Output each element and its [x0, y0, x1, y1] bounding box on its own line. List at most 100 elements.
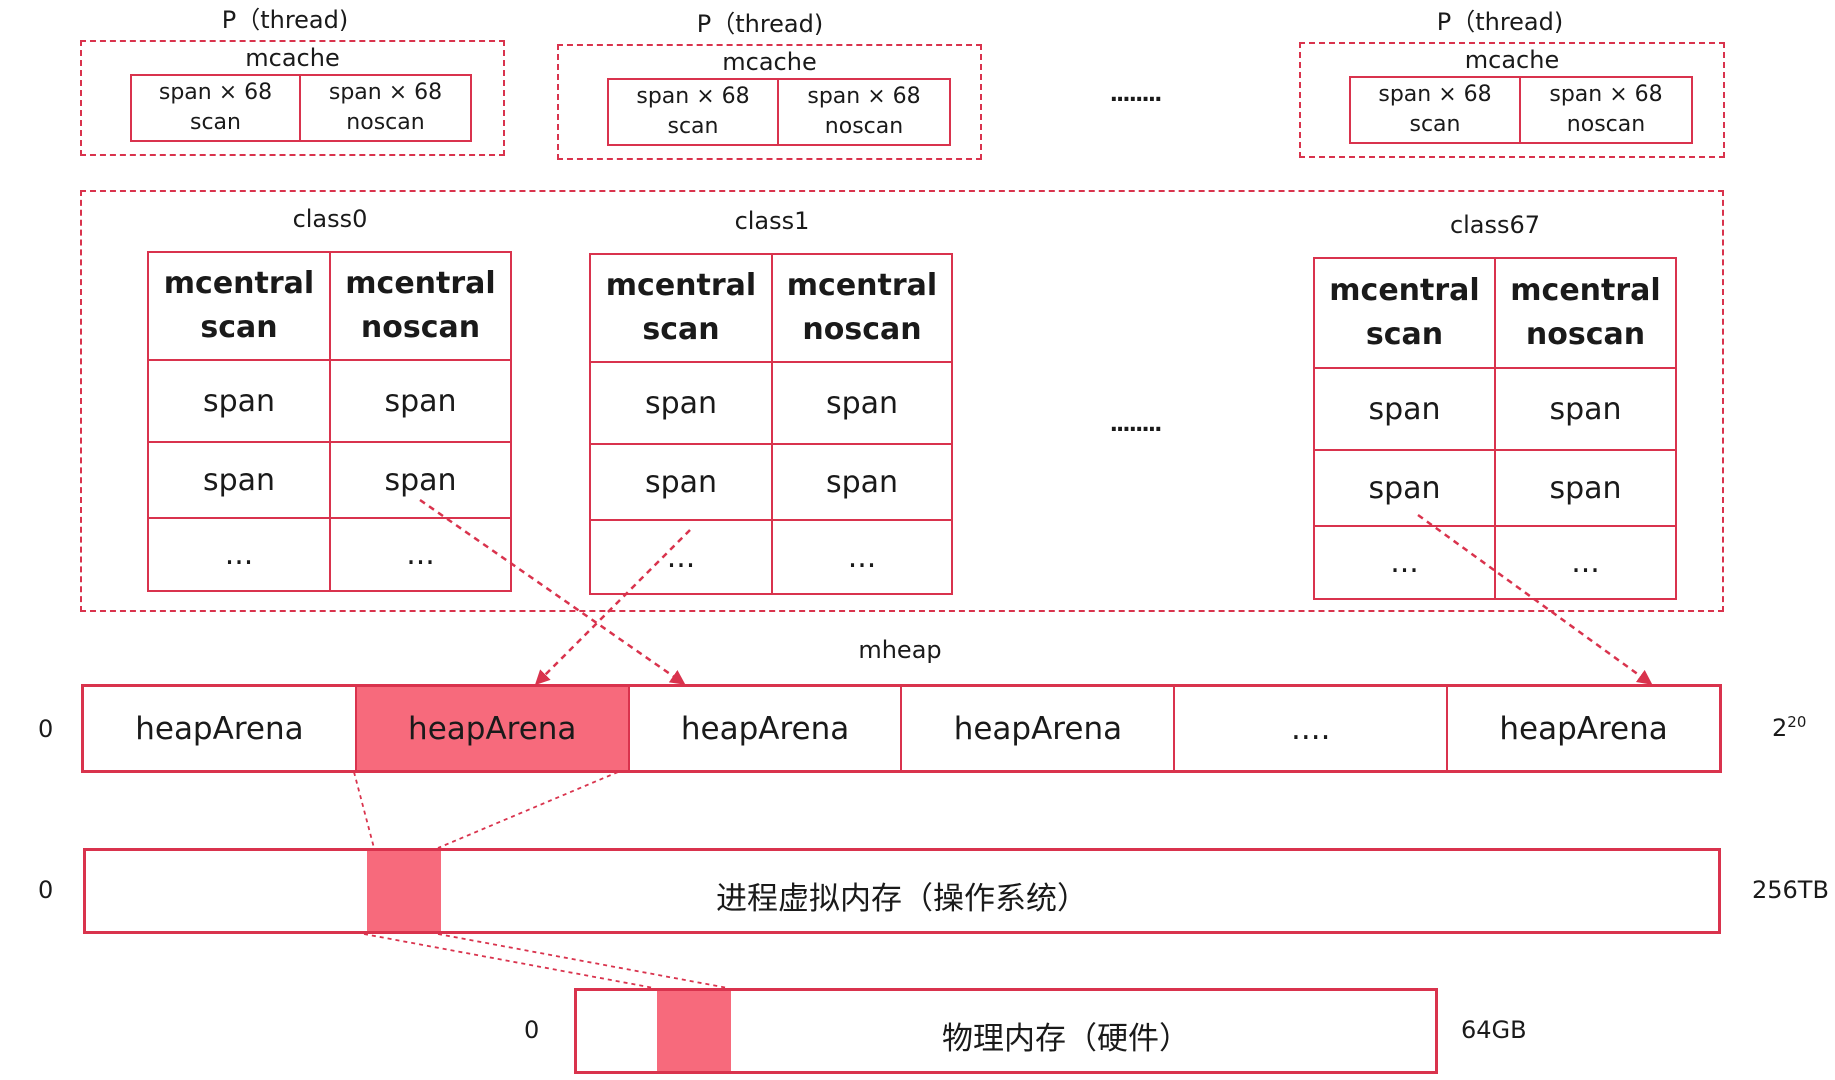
- physical-memory-bar: 物理内存（硬件）: [574, 988, 1438, 1074]
- header-line1: mcentral: [1510, 273, 1661, 308]
- mcache-label: mcache: [1464, 46, 1560, 74]
- mheap-end-base: 2: [1772, 714, 1788, 742]
- mcache-cell-scan: span × 68 scan: [1351, 78, 1521, 142]
- mcache-table: span × 68 scan span × 68 noscan: [607, 78, 951, 146]
- ellipsis-cell: ...: [149, 519, 331, 590]
- mheap-end-exponent: 20: [1787, 713, 1807, 731]
- header-line1: mcentral: [163, 266, 315, 301]
- span-cell: span: [1496, 369, 1675, 451]
- cell-line1: span × 68: [1549, 82, 1663, 107]
- mcentral-header-scan: mcentral scan: [591, 255, 773, 363]
- span-cell: span: [149, 361, 331, 443]
- header-line1: mcentral: [345, 266, 496, 301]
- heap-arena: heapArena: [630, 687, 903, 770]
- heap-arena-highlighted: heapArena: [356, 687, 630, 770]
- mcache-cell-noscan: span × 68 noscan: [1521, 78, 1691, 142]
- header-line2: noscan: [802, 312, 922, 347]
- mcentral-header-noscan: mcentral noscan: [331, 253, 510, 361]
- cell-line2: noscan: [346, 110, 425, 135]
- mcentral-header-noscan: mcentral noscan: [1496, 259, 1675, 369]
- ellipsis-cell: ...: [591, 521, 773, 593]
- virtual-memory-label: 进程虚拟内存（操作系统）: [716, 881, 1088, 917]
- cell-line1: span × 68: [158, 80, 273, 105]
- heap-arena: heapArena: [1499, 710, 1668, 747]
- header-line2: noscan: [360, 310, 481, 345]
- cell-line2: scan: [667, 114, 719, 139]
- mapping-line-arena-to-vm-left: [353, 771, 375, 849]
- cell-line1: span × 68: [328, 80, 443, 105]
- ellipsis-cell: ...: [406, 537, 435, 572]
- mcache-label: mcache: [245, 44, 340, 72]
- heap-arena-ellipsis: ....: [1175, 687, 1449, 770]
- physical-memory-end-label: 64GB: [1461, 1016, 1527, 1044]
- header-line2: scan: [642, 312, 720, 347]
- mcentral-table-class1: mcentral scan mcentral noscan span span …: [589, 253, 953, 595]
- class-label: class0: [292, 205, 368, 233]
- heap-arena: heapArena: [84, 687, 357, 770]
- cell-line1: span × 68: [807, 84, 921, 109]
- span-cell: span: [773, 363, 951, 445]
- mcache-cell-scan: span × 68 scan: [132, 76, 301, 140]
- mcache-box: mcache span × 68 scan span × 68 noscan: [557, 44, 982, 160]
- mapping-line-vm-to-pm-right: [437, 933, 729, 989]
- span-cell: span: [591, 445, 773, 521]
- cell-line1: span × 68: [1378, 82, 1492, 107]
- mcentral-table-class0: mcentral scan mcentral noscan span span …: [147, 251, 512, 592]
- mapping-line-arena-to-vm-right: [437, 771, 619, 849]
- virtual-memory-start-label: 0: [38, 876, 54, 904]
- virtual-memory-highlight: [367, 851, 441, 931]
- processor-title: P（thread): [221, 6, 349, 34]
- span-cell: span: [149, 443, 331, 519]
- ellipsis-cell: ...: [1315, 527, 1496, 598]
- span-cell: span: [331, 361, 510, 443]
- processors-ellipsis: ........: [1109, 82, 1163, 107]
- span-cell: span: [1496, 451, 1675, 527]
- cell-line2: noscan: [1566, 112, 1646, 137]
- mheap-start-label: 0: [38, 715, 54, 743]
- header-line1: mcentral: [786, 268, 938, 303]
- mcache-cell-noscan: span × 68 noscan: [779, 80, 949, 144]
- ellipsis-cell: ...: [1571, 545, 1600, 580]
- virtual-memory-end-label: 256TB: [1752, 876, 1829, 904]
- header-line2: scan: [1365, 317, 1444, 352]
- mcache-cell-noscan: span × 68 noscan: [301, 76, 470, 140]
- mcentral-header-scan: mcentral scan: [1315, 259, 1496, 369]
- header-line2: scan: [200, 310, 278, 345]
- mcache-box: mcache span × 68 scan span × 68 noscan: [80, 40, 505, 156]
- mcentral-table-class67: mcentral scan mcentral noscan span span …: [1313, 257, 1677, 600]
- processor-title: P（thread): [696, 10, 824, 38]
- physical-memory-start-label: 0: [524, 1016, 540, 1044]
- cell-line2: noscan: [824, 114, 904, 139]
- class-label: class1: [734, 207, 810, 235]
- mapping-line-vm-to-pm-left: [363, 933, 655, 989]
- classes-ellipsis: ........: [1109, 412, 1163, 437]
- mcentral-header-scan: mcentral scan: [149, 253, 331, 361]
- header-line1: mcentral: [1329, 273, 1480, 308]
- mcache-table: span × 68 scan span × 68 noscan: [1349, 76, 1693, 144]
- virtual-memory-bar: 进程虚拟内存（操作系统）: [83, 848, 1721, 934]
- span-cell: span: [1315, 369, 1496, 451]
- header-line2: noscan: [1525, 317, 1646, 352]
- physical-memory-highlight: [657, 991, 731, 1071]
- cell-line2: scan: [1409, 112, 1461, 137]
- span-cell: span: [1315, 451, 1496, 527]
- mcentral-area: [80, 190, 1724, 612]
- mcache-cell-scan: span × 68 scan: [609, 80, 779, 144]
- mcache-table: span × 68 scan span × 68 noscan: [130, 74, 472, 142]
- cell-line1: span × 68: [636, 84, 750, 109]
- physical-memory-label: 物理内存（硬件）: [942, 1021, 1190, 1057]
- heap-arena: heapArena: [902, 687, 1176, 770]
- cell-line2: scan: [190, 110, 241, 135]
- mcache-label: mcache: [722, 48, 817, 76]
- span-cell: span: [331, 443, 510, 519]
- processor-title: P（thread): [1436, 8, 1564, 36]
- mheap-end-label: 220: [1772, 713, 1806, 742]
- span-cell: span: [591, 363, 773, 445]
- mcentral-header-noscan: mcentral noscan: [773, 255, 951, 363]
- class-label: class67: [1449, 211, 1541, 239]
- ellipsis-cell: ...: [847, 539, 877, 575]
- header-line1: mcentral: [605, 268, 757, 303]
- heap-arena-row: heapArena heapArena heapArena heapArena …: [81, 684, 1722, 773]
- span-cell: span: [773, 445, 951, 521]
- mheap-label: mheap: [858, 636, 942, 664]
